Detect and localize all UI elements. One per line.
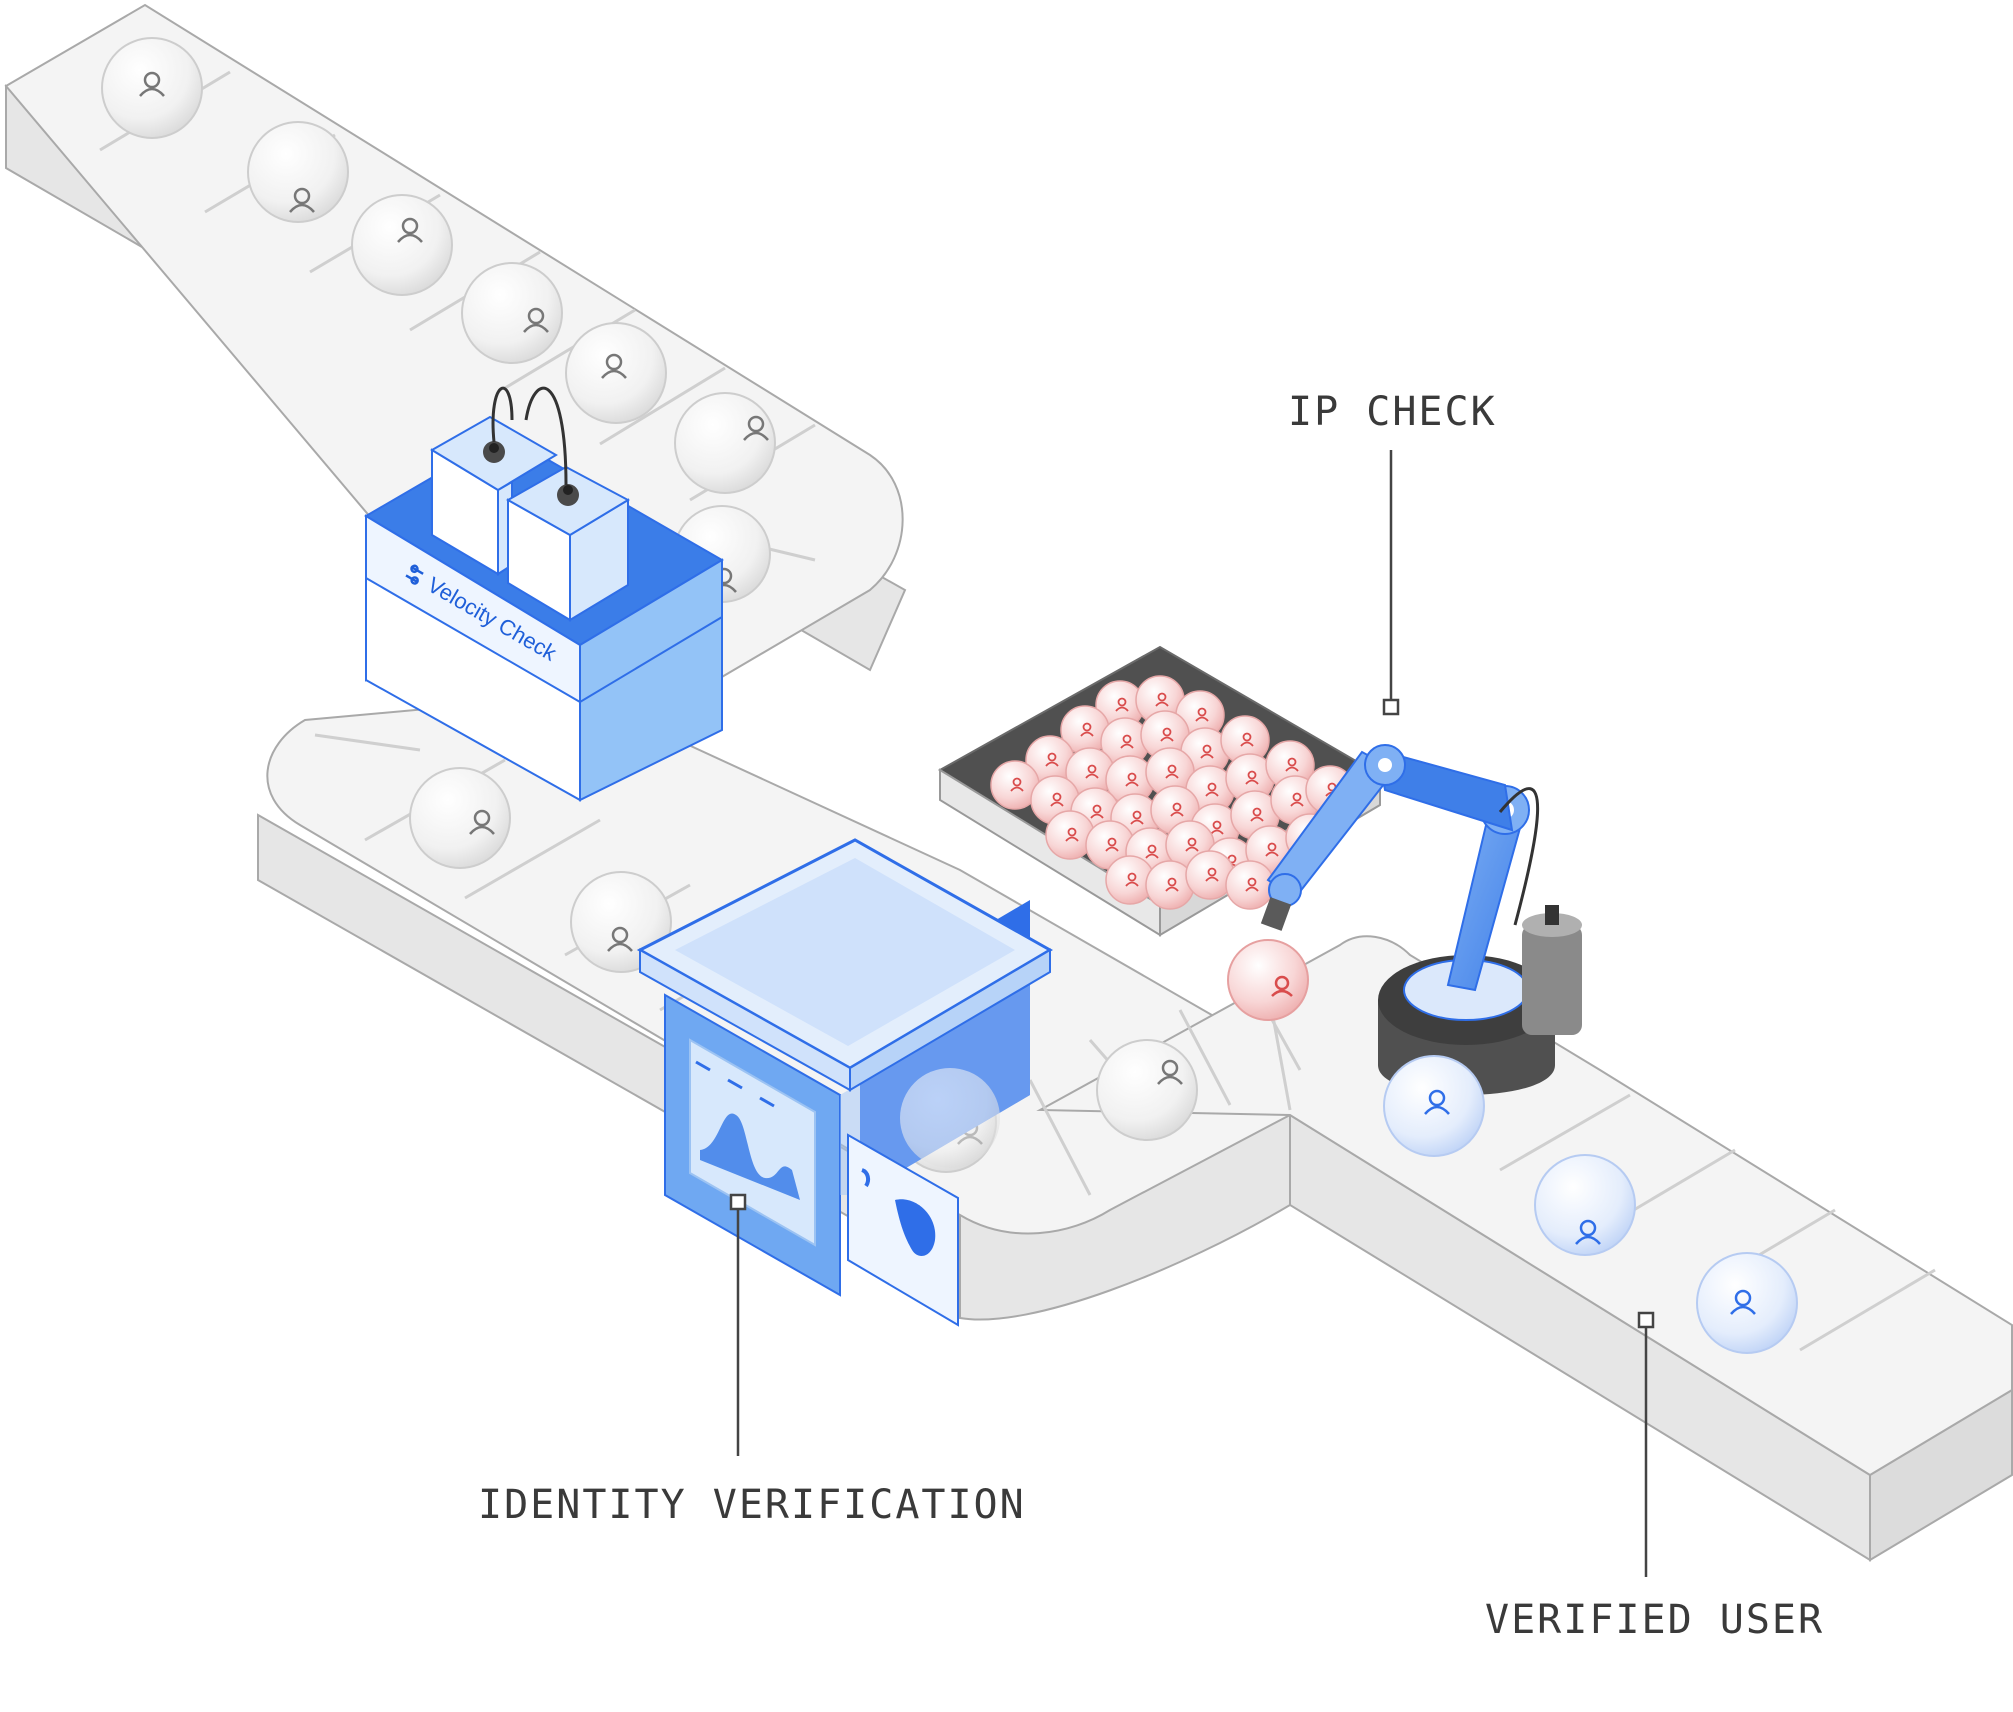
rejected-users-bin [938, 645, 1382, 937]
callout-ip-check: IP CHECK [1288, 389, 1497, 716]
verified-user-ball [1534, 1154, 1636, 1256]
user-icon [1115, 697, 1129, 712]
user-icon [289, 187, 315, 213]
station-lid-inner [675, 858, 1015, 1046]
user-ball [247, 121, 349, 223]
flagged-user-ball [1145, 860, 1195, 910]
user-icon [1125, 872, 1139, 887]
robot-motor [1522, 905, 1582, 1035]
user-ball [1096, 1039, 1198, 1141]
user-icon [1165, 764, 1179, 779]
station-lid-edge-right [849, 948, 1051, 1092]
user-icon [743, 415, 769, 441]
user-icon [607, 926, 633, 952]
user-icon [1050, 792, 1064, 807]
user-icon [1240, 732, 1254, 747]
user-icon [1200, 744, 1214, 759]
user-icon [1155, 692, 1169, 707]
verified-user-ball [1383, 1055, 1485, 1157]
user-icon [1195, 707, 1209, 722]
user-icon [1085, 764, 1099, 779]
robot-cable [1498, 787, 1540, 926]
user-icon [1160, 727, 1174, 742]
verified-user-label: VERIFIED USER [1485, 1597, 1824, 1643]
user-icon [1245, 877, 1259, 892]
station-screen [689, 1038, 816, 1247]
user-icon [1250, 807, 1264, 822]
user-icon [1105, 837, 1119, 852]
belt-side-lower [959, 1113, 1291, 1321]
user-ball [674, 392, 776, 494]
user-icon [1170, 802, 1184, 817]
fingerprint-icon [895, 1199, 936, 1256]
user-icon [523, 307, 549, 333]
velocity-check-station: Velocity Check [364, 386, 724, 802]
door-mark [861, 1168, 871, 1188]
ip-check-label: IP CHECK [1288, 389, 1497, 435]
user-icon [1271, 975, 1293, 997]
user-icon [1285, 757, 1299, 772]
user-icon [469, 809, 495, 835]
user-ball [900, 1068, 1000, 1168]
user-icon [1205, 867, 1219, 882]
screen-dashes [695, 1060, 775, 1108]
user-icon [1065, 827, 1079, 842]
user-icon [1145, 844, 1159, 859]
user-icon [601, 353, 627, 379]
user-ball [461, 262, 563, 364]
user-icon [1010, 777, 1024, 792]
user-icon [1157, 1059, 1183, 1085]
sliders-icon [405, 564, 424, 585]
user-icon [1245, 770, 1259, 785]
user-icon [1185, 837, 1199, 852]
sensor-box [505, 465, 631, 622]
verified-user-ball [1696, 1252, 1798, 1354]
user-ball [101, 37, 203, 139]
user-icon [1120, 734, 1134, 749]
sensor-cables [491, 386, 568, 486]
user-ball [565, 322, 667, 424]
user-icon [139, 71, 165, 97]
identity-verification-station [636, 838, 1054, 1327]
user-icon [1090, 804, 1104, 819]
flagged-user-ball [1227, 939, 1309, 1021]
user-icon [1130, 810, 1144, 825]
callout-verified-user: VERIFIED USER [1485, 1311, 1824, 1643]
user-ball [351, 194, 453, 296]
flagged-user-ball [1225, 860, 1275, 910]
user-icon [1290, 792, 1304, 807]
robot-wrist [1260, 897, 1292, 931]
user-icon [1424, 1089, 1450, 1115]
user-icon [1730, 1289, 1756, 1315]
user-icon [1265, 842, 1279, 857]
verified-users [1383, 1055, 1798, 1354]
user-icon [1080, 722, 1094, 737]
user-icon [1125, 772, 1139, 787]
user-icon [1045, 752, 1059, 767]
user-icon [1575, 1219, 1601, 1245]
velocity-gate-side-band [579, 558, 723, 704]
chart-icon [700, 1113, 800, 1200]
user-icon [1210, 820, 1224, 835]
user-icon [397, 217, 423, 243]
callout-identity-verification: IDENTITY VERIFICATION [478, 1193, 1026, 1528]
identity-verification-label: IDENTITY VERIFICATION [478, 1482, 1026, 1528]
user-ball [409, 767, 511, 869]
user-icon [1165, 877, 1179, 892]
user-icon [1205, 782, 1219, 797]
flagged-user-ball [1105, 855, 1155, 905]
sensor-box [430, 415, 558, 576]
